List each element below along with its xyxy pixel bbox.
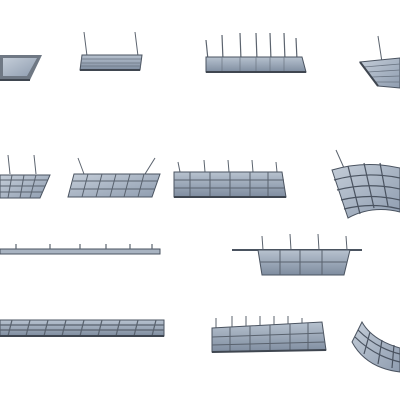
canopy-01 [0, 55, 42, 81]
canopy-10 [232, 233, 362, 276]
canopy-11 [0, 319, 165, 337]
canopy-05 [0, 154, 51, 199]
canopy-09 [0, 244, 161, 255]
canopy-04 [359, 35, 400, 89]
canopy-02 [79, 31, 143, 71]
canopy-06 [67, 157, 161, 198]
canopy-12 [211, 316, 327, 353]
canopy-03 [205, 32, 307, 73]
canopy-07 [173, 159, 287, 198]
canopy-13 [351, 320, 400, 373]
canopy-08 [331, 149, 400, 219]
